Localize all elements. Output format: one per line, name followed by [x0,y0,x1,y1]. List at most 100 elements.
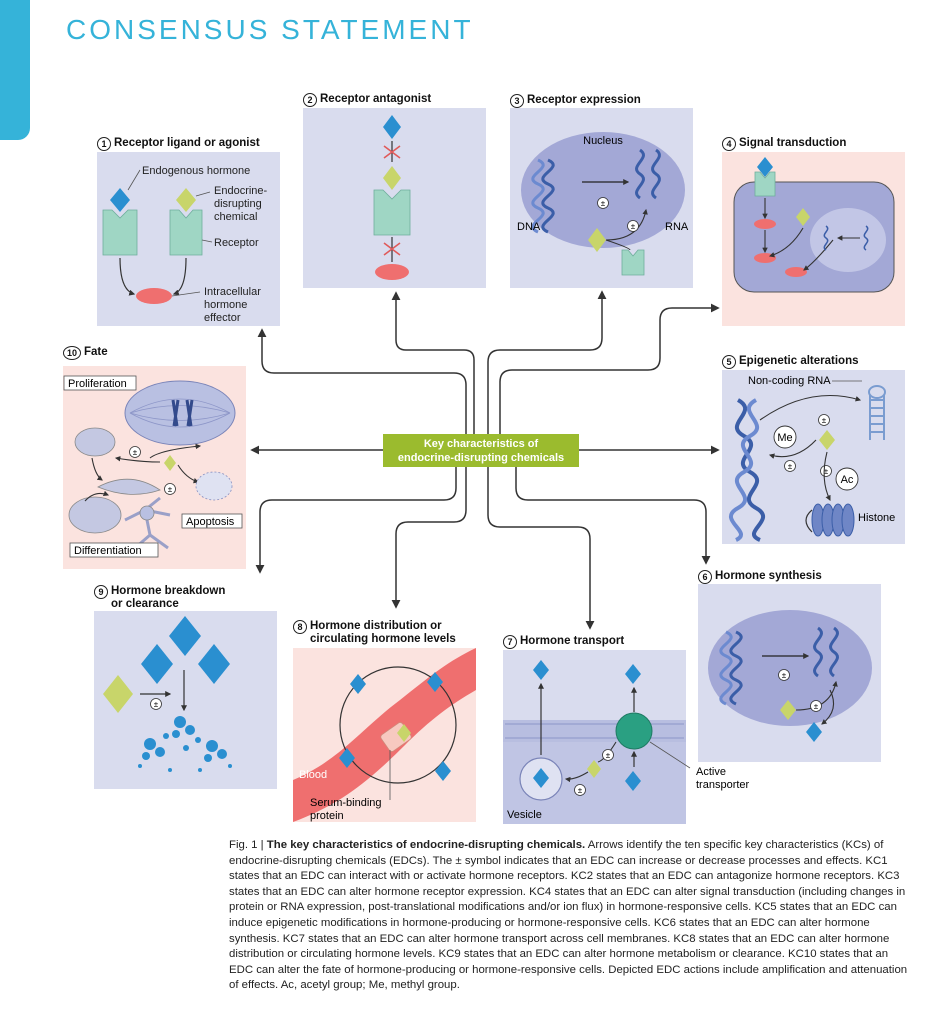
nucleus [810,208,886,272]
label-serum: protein [310,810,344,822]
panel-7-number: 7 [503,635,517,649]
histone [811,503,855,537]
label-nucleus: Nucleus [583,135,623,147]
edc-diamond [103,675,133,713]
hormone-diamond [757,157,773,177]
edc-diamond [587,760,601,778]
label-apoptosis: Apoptosis [186,516,235,528]
svg-text:±: ± [133,448,138,457]
edc-diamond [796,208,810,226]
hormone-diamond [806,722,822,742]
edc-diamond [176,188,196,212]
panel-9-number: 9 [94,585,108,599]
panel-9-art: ± [103,616,232,772]
apoptotic-cell [195,471,233,501]
label-edc: Endocrine- [214,185,268,197]
arrow-to-6 [515,467,711,565]
panel-2-art [373,115,411,280]
arrow-to-2 [391,291,475,434]
label-edc: chemical [214,211,257,223]
edc-diamond [383,166,401,190]
panel-4-number: 4 [722,137,736,151]
cell-membrane [503,720,686,742]
label-methyl: Me [777,432,792,444]
hormone-diamond [625,771,641,791]
diagram-canvas: Endogenous hormone Endocrine- disrupting… [63,108,905,824]
svg-text:±: ± [154,700,159,709]
effector-oval [375,264,409,280]
hormone-diamond [435,761,451,781]
panel-10-art: ± ± Proliferation Apoptosis Differentiat… [63,375,243,558]
svg-text:±: ± [168,485,173,494]
label-active-transporter: transporter [696,779,750,791]
panel-6-art: ± ± [708,610,872,742]
hormone-diamond [169,616,201,656]
panel-6-title: 6 Hormone synthesis [698,570,822,584]
panel-7-title: 7 Hormone transport [503,635,624,649]
label-differentiation: Differentiation [74,545,142,557]
panel-8-art: Blood Serum-binding protein [293,648,476,822]
cell [74,427,116,457]
arrow-to-9 [255,467,457,574]
arrow-to-7 [487,467,595,630]
hormone-diamond [383,115,401,139]
label-blood: Blood [299,769,327,781]
fragments [138,716,232,772]
svg-text:±: ± [824,467,829,476]
panel-2-title: 2 Receptor antagonist [303,93,431,107]
figure-caption: Fig. 1 | The key characteristics of endo… [229,839,908,992]
label-edc: disrupting [214,198,262,210]
nucleus [708,610,872,726]
header-accent-bar [0,0,30,140]
panel-1-art: Endogenous hormone Endocrine- disrupting… [102,165,268,324]
label-rna: RNA [665,221,689,233]
panel-8-title: 8 Hormone distribution or circulating ho… [293,620,456,646]
edc-diamond [819,430,835,450]
svg-text:±: ± [631,222,636,231]
panel-3-number: 3 [510,94,524,108]
hormone-diamond [625,664,641,684]
edc-diamond [780,700,796,720]
label-dna: DNA [517,221,541,233]
receptor-shape [102,209,138,256]
svg-text:±: ± [822,416,827,425]
panel-10-title: 10 Fate [63,346,108,360]
panel-1-number: 1 [97,137,111,151]
hormone-diamond [141,644,173,684]
arrow-to-3 [487,290,607,434]
receptor-shape [621,249,645,276]
panel-5-number: 5 [722,355,736,369]
panel-3-title: 3 Receptor expression [510,94,641,108]
label-ncrna: Non-coding RNA [748,375,831,387]
hormone-diamond [339,748,355,768]
hormone-diamond [427,672,443,692]
label-proliferation: Proliferation [68,378,127,390]
panel-4-title: 4 Signal transduction [722,137,846,151]
hormone-diamond [110,188,130,212]
hormone-diamond [533,660,549,680]
receptor-shape [169,209,203,256]
active-transporter [615,712,653,750]
svg-text:±: ± [606,751,611,760]
edc-diamond [164,455,176,471]
edc-diamond [397,724,411,742]
label-active-transporter: Active [696,766,726,778]
nucleus [521,132,685,248]
receptor-shape [754,171,776,197]
hormone-diamond [198,644,230,684]
panel-3-art: ± ± Nucleus DNA RNA [517,132,689,276]
svg-text:±: ± [782,671,787,680]
center-key-characteristics: Key characteristics of endocrine-disrupt… [383,434,579,467]
hormone-diamond [350,674,366,694]
svg-text:±: ± [814,702,819,711]
label-serum: Serum-binding [310,797,382,809]
panel-4-art [733,157,895,293]
page-title: CONSENSUS STATEMENT [66,14,474,45]
label-effector: effector [204,312,241,324]
arrow-to-1 [257,328,467,434]
label-receptor: Receptor [214,237,259,249]
cell [97,478,161,495]
panel-5-art: Me ± ± ± Ac Non-coding RNA Histone [729,375,895,542]
panel-10-number: 10 [63,346,81,360]
label-endogenous-hormone: Endogenous hormone [142,165,250,177]
